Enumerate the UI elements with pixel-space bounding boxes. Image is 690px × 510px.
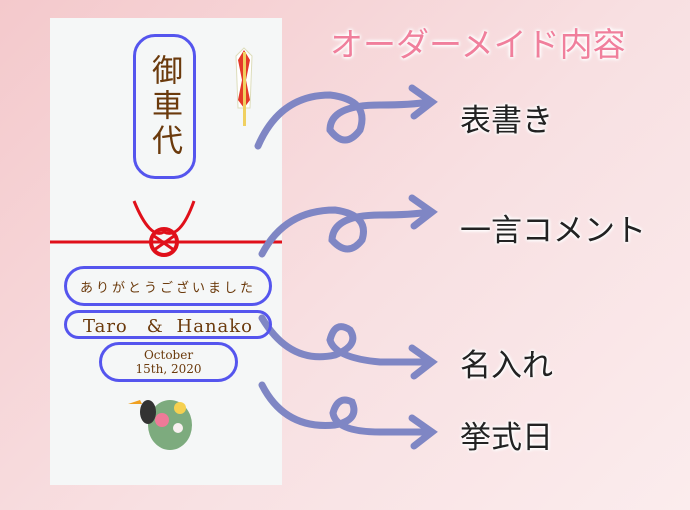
arrow-message — [258, 206, 434, 258]
label-date: 挙式日 — [460, 420, 553, 456]
message-field[interactable]: ありがとうございました — [64, 266, 272, 306]
toucan-bouquet-illustration — [128, 400, 192, 450]
names-field[interactable]: Taro & Hanako — [64, 310, 272, 339]
arrow-title — [254, 91, 434, 150]
noshi-icon — [235, 47, 253, 126]
date-line2: 15th, 2020 — [135, 362, 202, 376]
arrow-names — [258, 314, 434, 366]
arrows — [254, 84, 438, 450]
title-field[interactable]: 御車代 — [133, 34, 196, 179]
arrow-date — [258, 381, 434, 436]
label-names: 名入れ — [460, 348, 553, 384]
label-message: 一言コメント — [460, 213, 646, 249]
label-title: 表書き — [460, 103, 553, 139]
cord — [50, 200, 282, 257]
header-title: オーダーメイド内容 — [330, 25, 626, 64]
date-line1: October — [143, 348, 194, 362]
